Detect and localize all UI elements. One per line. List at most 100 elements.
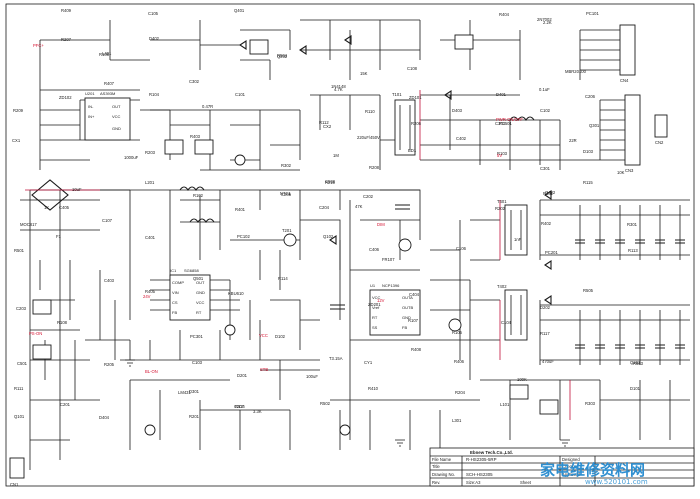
refs-97: CY1 — [364, 360, 373, 365]
svg-text:Rev.: Rev. — [432, 480, 440, 485]
refs-60: C302 — [189, 79, 200, 84]
svg-text:OUT: OUT — [112, 104, 121, 109]
refs-62: C401 — [145, 235, 156, 240]
refs-81: ZD102 — [59, 95, 72, 100]
refs-14: R116 — [235, 404, 245, 409]
svg-text:Vref: Vref — [372, 305, 380, 310]
refs-0: R101 — [543, 191, 554, 196]
refs-7: R108 — [57, 320, 68, 325]
refs-75: D301 — [189, 389, 200, 394]
refs-85: Q201 — [630, 360, 641, 365]
refs-51: C108 — [407, 66, 418, 71]
refs-61: C303 — [495, 121, 506, 126]
watermark-url: www.520101.com — [585, 478, 648, 486]
value-labels: 10K4.7K1K2.2K100K47K1M22R0.1uF1nF10uF100… — [20, 17, 625, 414]
vals-17: 2N7002 — [537, 17, 552, 22]
refs-94: L401 — [102, 51, 112, 56]
secondary-caps — [575, 239, 685, 349]
refs-11: R113 — [628, 248, 638, 253]
nets-0: PFC+ — [33, 43, 44, 48]
vals-16: MBR20100 — [565, 69, 587, 74]
refs-102: PC102 — [237, 234, 250, 239]
refs-93: L301 — [452, 418, 462, 423]
refs-83: Q101 — [14, 414, 25, 419]
refs-67: C406 — [369, 247, 380, 252]
refs-8: R110 — [365, 109, 375, 114]
nets-4: 12V — [377, 298, 385, 303]
refs-90: Q501 — [193, 276, 204, 281]
refs-35: R407 — [104, 81, 115, 86]
vals-18: FR107 — [382, 257, 395, 262]
transformer-llc-2 — [504, 289, 528, 341]
vals-4: 100K — [517, 377, 527, 382]
refs-78: D403 — [452, 108, 463, 113]
svg-text:VCC: VCC — [372, 295, 381, 300]
svg-text:T401: T401 — [497, 199, 507, 204]
svg-text:Size:A3: Size:A3 — [466, 480, 481, 485]
refs-76: D401 — [496, 92, 507, 97]
vals-8: 0.1uF — [539, 87, 550, 92]
refs-29: R401 — [235, 207, 246, 212]
vals-15: 1N4148 — [331, 84, 346, 89]
vals-9: 1nF — [514, 237, 522, 242]
refs-22: R207 — [61, 37, 72, 42]
refs-45: C102 — [540, 108, 551, 113]
svg-text:Approved: Approved — [562, 472, 581, 477]
vals-25: 0.47R — [202, 104, 213, 109]
svg-text:IN-: IN- — [88, 104, 94, 109]
refs-27: R302 — [281, 163, 292, 168]
refs-73: D201 — [237, 373, 248, 378]
svg-text:COMP: COMP — [172, 280, 184, 285]
refs-37: R409 — [61, 8, 72, 13]
refs-101: PC101 — [586, 11, 599, 16]
svg-text:Checked: Checked — [562, 464, 579, 469]
connector-cn2 — [654, 114, 668, 138]
refs-21: R206 — [411, 121, 422, 126]
refs-31: R403 — [190, 134, 201, 139]
vals-3: 2.2K — [543, 20, 552, 25]
svg-text:OUTB: OUTB — [402, 305, 413, 310]
vals-24: 15K — [360, 71, 368, 76]
refs-96: F1 — [56, 234, 62, 239]
vals-20: T3.15A — [329, 356, 343, 361]
refs-34: R406 — [454, 359, 465, 364]
vals-12: 470uF — [542, 359, 554, 364]
ic-llc — [369, 289, 421, 336]
refs-71: D102 — [275, 334, 286, 339]
svg-text:FB: FB — [172, 310, 177, 315]
vals-10: 10uF — [72, 187, 82, 192]
refs-54: C203 — [16, 306, 27, 311]
svg-text:OUT: OUT — [196, 280, 205, 285]
refs-39: R501 — [14, 248, 25, 253]
svg-text:OUTA: OUTA — [402, 295, 413, 300]
svg-text:CS: CS — [172, 300, 178, 305]
connector-cn3 — [624, 94, 641, 166]
refs-72: D103 — [583, 149, 594, 154]
svg-text:RT: RT — [196, 310, 202, 315]
refs-49: C106 — [456, 246, 467, 251]
vals-14: 220uF/450V — [357, 135, 380, 140]
refs-4: R105 — [452, 330, 463, 335]
refs-43: R505 — [583, 288, 594, 293]
vals-7: 22R — [569, 138, 577, 143]
svg-text:U1: U1 — [370, 283, 376, 288]
vals-19: KBU610 — [228, 291, 244, 296]
refs-87: Q301 — [589, 123, 600, 128]
refs-33: R405 — [145, 289, 156, 294]
refs-6: R107 — [408, 318, 419, 323]
vals-22: MOC817 — [20, 222, 37, 227]
refs-20: R205 — [104, 362, 115, 367]
vals-13: 1000uF — [124, 155, 139, 160]
refs-30: R402 — [541, 221, 552, 226]
svg-text:GND: GND — [112, 126, 121, 131]
nets-8: BL-ON — [145, 369, 158, 374]
refs-1: R102 — [193, 193, 204, 198]
refs-98: CX1 — [12, 138, 21, 143]
svg-text:T402: T402 — [497, 284, 507, 289]
svg-text:Title: Title — [432, 464, 440, 469]
refs-5: R106 — [99, 52, 110, 57]
refs-58: C207 — [234, 404, 245, 409]
components — [9, 24, 668, 479]
